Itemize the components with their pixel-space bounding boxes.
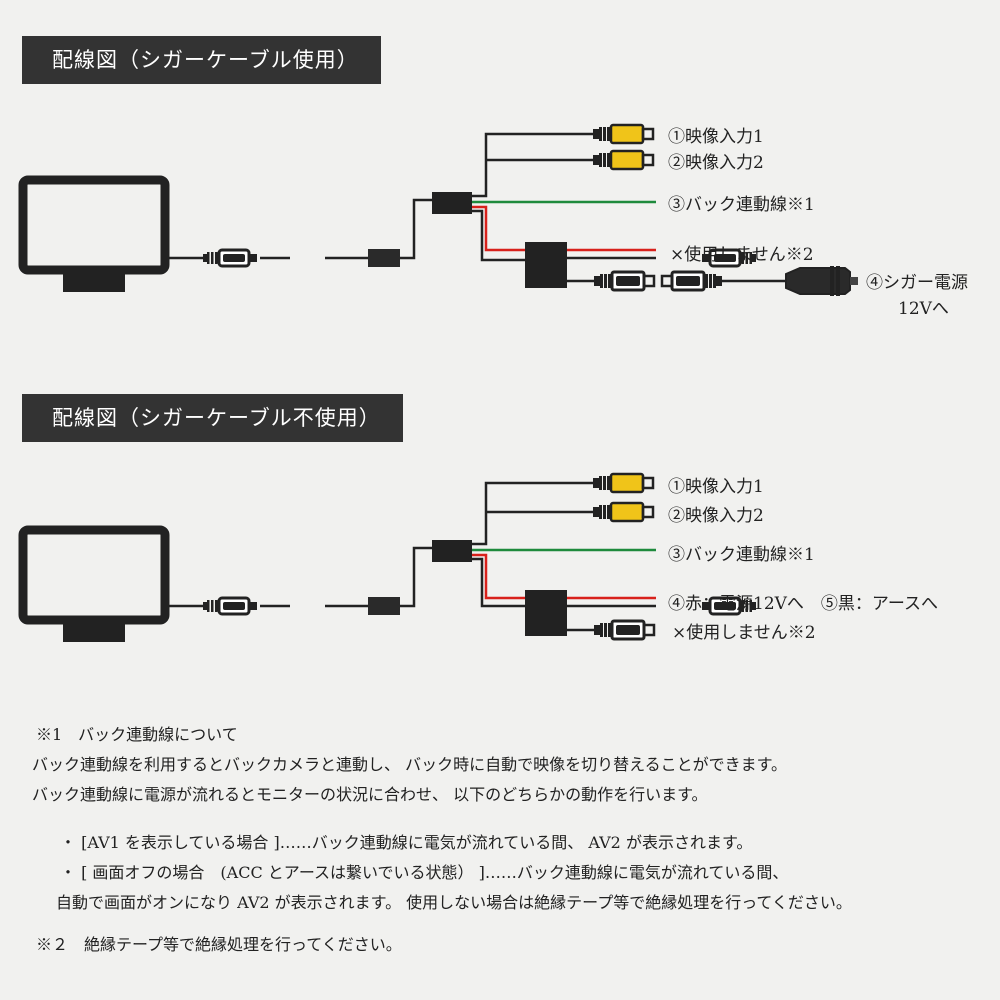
diagram-no-cigar <box>23 472 758 642</box>
label-power-ground: ④赤：電源12Vへ ⑤黒：アースへ <box>668 594 939 614</box>
fuse-box <box>525 242 567 288</box>
inline-connector <box>201 248 259 268</box>
junction-box <box>432 540 472 562</box>
rca-plug-black <box>592 270 656 292</box>
rca-plug-yellow <box>591 501 655 523</box>
note-1-title: ※1 バック連動線について <box>36 725 238 744</box>
label-back-signal: ③バック連動線※1 <box>668 195 815 215</box>
note-bullet-2: ・ [ 画面オフの場合 (ACC とアースは繋いでいる状態） ]……バック連動線… <box>60 863 789 882</box>
notes: ※1 バック連動線について バック連動線を利用するとバックカメラと連動し、 バッ… <box>32 720 986 960</box>
label-video-input-1: ①映像入力1 <box>668 127 764 147</box>
ferrite-core <box>368 249 400 267</box>
fuse-box <box>525 590 567 636</box>
cigar-plug-icon <box>785 266 858 296</box>
label-unused: ×使用しません※2 <box>670 245 814 265</box>
note-1-line-1: バック連動線を利用するとバックカメラと連動し、 バック時に自動で映像を切り替える… <box>32 755 788 774</box>
note-2: ※２ 絶縁テープ等で絶縁処理を行ってください。 <box>36 935 402 954</box>
rca-plug-yellow <box>591 149 655 171</box>
label-cigar-12v: 12Vへ <box>898 299 949 319</box>
label-unused: ×使用しません※2 <box>672 623 816 643</box>
section-title-cigar: 配線図（シガーケーブル使用） <box>22 36 381 84</box>
section-title-no-cigar: 配線図（シガーケーブル不使用） <box>22 394 403 442</box>
label-cigar-power: ④シガー電源 <box>866 273 968 293</box>
diagram-cigar <box>23 123 858 296</box>
monitor-icon <box>23 180 165 292</box>
ferrite-core <box>368 597 400 615</box>
note-bullet-2-continued: 自動で画面がオンになり AV2 が表示されます。 使用しない場合は絶縁テープ等で… <box>56 893 852 912</box>
rca-plug-yellow <box>591 123 655 145</box>
label-video-input-1: ①映像入力1 <box>668 477 764 497</box>
label-video-input-2: ②映像入力2 <box>668 506 764 526</box>
note-1-line-2: バック連動線に電源が流れるとモニターの状況に合わせ、 以下のどちらかの動作を行い… <box>32 785 708 804</box>
rca-plug-yellow <box>591 472 655 494</box>
note-bullet-1: ・ [AV1 を表示している場合 ]……バック連動線に電気が流れている間、 AV… <box>60 833 753 852</box>
label-video-input-2: ②映像入力2 <box>668 153 764 173</box>
inline-connector <box>201 596 259 616</box>
monitor-icon <box>23 530 165 642</box>
label-back-signal: ③バック連動線※1 <box>668 545 815 565</box>
junction-box <box>432 192 472 214</box>
rca-plug-black <box>592 619 656 641</box>
